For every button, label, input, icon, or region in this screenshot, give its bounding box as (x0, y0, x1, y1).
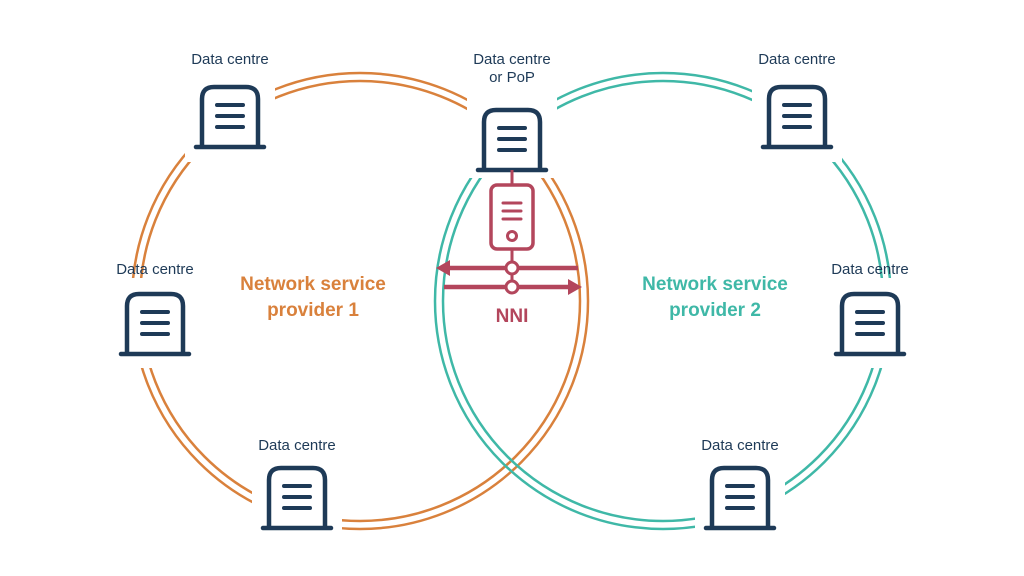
label-dc-top-right: Data centre (758, 51, 836, 68)
nni-device-icon (489, 170, 535, 281)
provider1-label-line1: Network service (240, 274, 386, 295)
server-icon (763, 87, 831, 147)
server-icon (263, 468, 331, 528)
server-bottom-right (695, 452, 785, 544)
nni-arrows (436, 260, 582, 295)
provider1-label-line2: provider 1 (267, 300, 359, 321)
server-mid-left (110, 278, 200, 368)
server-bottom-left (252, 452, 342, 544)
label-dc-bottom-left: Data centre (258, 437, 336, 454)
server-icon (836, 294, 904, 354)
provider2-label-line1: Network service (642, 274, 788, 295)
server-icon (121, 294, 189, 354)
label-dc-bottom-right: Data centre (701, 437, 779, 454)
label-dc-top-center-line2: or PoP (489, 69, 535, 86)
label-dc-mid-right: Data centre (831, 261, 909, 278)
label-dc-top-center-line1: Data centre (473, 51, 551, 68)
server-top-center (467, 96, 557, 178)
server-icon (478, 110, 546, 170)
server-top-right (752, 70, 842, 162)
nni-label: NNI (496, 306, 529, 327)
server-top-left (185, 70, 275, 162)
provider2-label-line2: provider 2 (669, 300, 761, 321)
server-icon (196, 87, 264, 147)
server-icon (706, 468, 774, 528)
label-dc-mid-left: Data centre (116, 261, 194, 278)
server-mid-right (825, 278, 915, 368)
label-dc-top-left: Data centre (191, 51, 269, 68)
